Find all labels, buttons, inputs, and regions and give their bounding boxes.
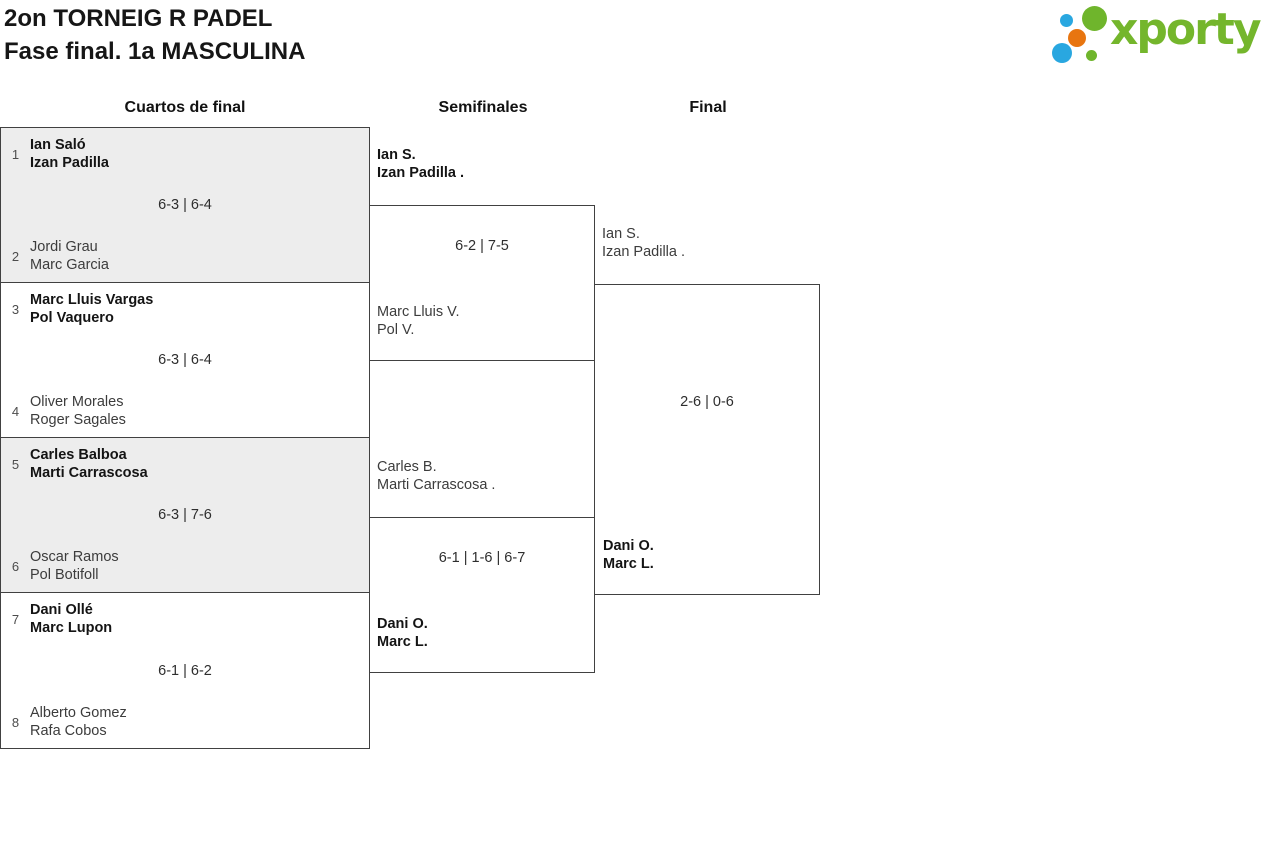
semifinal-1-bottom-team[interactable]: Marc Lluis V. Pol V. (377, 303, 459, 339)
seed-number: 5 (11, 456, 20, 472)
final-top-team[interactable]: Ian S. Izan Padilla . (602, 225, 685, 261)
player-name: Oliver Morales (30, 394, 124, 410)
player-name: Oscar Ramos (30, 549, 119, 565)
logo-dot-icon (1082, 6, 1107, 31)
player-name: Ian S. (377, 147, 416, 163)
match-score: 6-1 | 6-2 (158, 662, 212, 679)
player-name: Dani Ollé (30, 602, 93, 618)
player-name: Jordi Grau (30, 239, 98, 255)
player-name: Pol Botifoll (30, 567, 99, 583)
column-header-semifinals: Semifinales (438, 99, 528, 116)
team-slot-seed-5[interactable]: 5 Carles Balboa Marti Carrascosa (10, 446, 148, 482)
team-names: Dani Ollé Marc Lupon (30, 601, 112, 637)
semifinal-match-2: 6-1 | 1-6 | 6-7 Dani O. Marc L. (369, 517, 595, 673)
team-slot-seed-3[interactable]: 3 Marc Lluis Vargas Pol Vaquero (10, 291, 153, 327)
logo-dot-icon (1052, 43, 1072, 63)
player-name: Marc Garcia (30, 257, 109, 273)
player-name: Marc Lupon (30, 620, 113, 636)
title-line-2: Fase final. 1a MASCULINA (4, 38, 306, 65)
team-names: Jordi Grau Marc Garcia (30, 238, 109, 274)
team-names: Oliver Morales Roger Sagales (30, 393, 126, 429)
player-name: Dani O. (377, 616, 428, 632)
player-name: Marc Lluis Vargas (30, 292, 154, 308)
player-name: Alberto Gomez (30, 705, 127, 721)
semifinal-2-bottom-team[interactable]: Dani O. Marc L. (377, 615, 428, 651)
player-name: Carles B. (377, 459, 437, 475)
seed-number: 3 (11, 301, 20, 317)
player-name: Marc Lluis V. (377, 304, 460, 320)
final-bottom-team[interactable]: Dani O. Marc L. (603, 537, 654, 573)
match-score: 6-2 | 7-5 (455, 238, 509, 254)
team-names: Ian Saló Izan Padilla (30, 136, 109, 172)
team-slot-seed-7[interactable]: 7 Dani Ollé Marc Lupon (10, 601, 112, 637)
player-name: Pol Vaquero (30, 310, 114, 326)
player-name: Marc L. (603, 556, 654, 572)
player-name: Ian Saló (30, 137, 86, 153)
quarterfinal-match-4: 7 Dani Ollé Marc Lupon 6-1 | 6-2 8 Alber… (0, 592, 370, 749)
seed-number: 2 (11, 248, 20, 264)
logo-dot-icon (1068, 29, 1086, 47)
player-name: Marti Carrascosa (30, 465, 148, 481)
team-names: Oscar Ramos Pol Botifoll (30, 548, 119, 584)
match-score: 6-1 | 1-6 | 6-7 (438, 550, 526, 566)
player-name: Roger Sagales (30, 412, 126, 428)
match-score: 6-3 | 6-4 (158, 197, 212, 213)
player-name: Carles Balboa (30, 447, 127, 463)
semifinal-1-top-team[interactable]: Ian S. Izan Padilla . (377, 146, 464, 182)
logo-dot-icon (1060, 14, 1073, 27)
semifinal-match-1: 6-2 | 7-5 Marc Lluis V. Pol V. (369, 205, 595, 361)
player-name: Dani O. (603, 538, 654, 554)
team-slot-seed-4[interactable]: 4 Oliver Morales Roger Sagales (10, 393, 126, 429)
title-line-1: 2on TORNEIG R PADEL (4, 5, 273, 32)
column-header-final: Final (689, 99, 727, 116)
player-name: Izan Padilla . (377, 165, 465, 181)
seed-number: 7 (11, 611, 20, 627)
team-slot-seed-6[interactable]: 6 Oscar Ramos Pol Botifoll (10, 548, 119, 584)
page-title: 2on TORNEIG R PADEL Fase final. 1a MASCU… (4, 2, 305, 68)
team-names: Marc Lluis Vargas Pol Vaquero (30, 291, 153, 327)
player-name: Izan Padilla (30, 155, 109, 171)
match-score: 6-3 | 6-4 (158, 352, 212, 368)
player-name: Pol V. (377, 322, 415, 338)
seed-number: 6 (11, 558, 20, 574)
player-name: Marc L. (377, 634, 428, 650)
player-name: Ian S. (602, 226, 640, 242)
logo-wordmark: xporty (1110, 4, 1262, 55)
semifinal-2-top-team[interactable]: Carles B. Marti Carrascosa . (377, 458, 495, 494)
seed-number: 1 (11, 146, 20, 162)
team-slot-seed-8[interactable]: 8 Alberto Gomez Rafa Cobos (10, 704, 127, 740)
team-names: Alberto Gomez Rafa Cobos (30, 704, 127, 740)
logo-dot-icon (1086, 50, 1097, 61)
seed-number: 8 (11, 714, 20, 730)
match-score: 6-3 | 7-6 (158, 507, 212, 523)
xporty-logo[interactable]: xporty (1048, 2, 1278, 70)
quarterfinal-match-2: 3 Marc Lluis Vargas Pol Vaquero 6-3 | 6-… (0, 282, 370, 438)
seed-number: 4 (11, 403, 20, 419)
team-slot-seed-2[interactable]: 2 Jordi Grau Marc Garcia (10, 238, 109, 274)
player-name: Izan Padilla . (602, 244, 686, 260)
match-score: 2-6 | 0-6 (680, 394, 734, 410)
team-names: Carles Balboa Marti Carrascosa (30, 446, 148, 482)
column-header-quarterfinals: Cuartos de final (124, 99, 246, 116)
quarterfinal-match-3: 5 Carles Balboa Marti Carrascosa 6-3 | 7… (0, 437, 370, 593)
final-match: 2-6 | 0-6 Dani O. Marc L. (594, 284, 820, 595)
player-name: Rafa Cobos (30, 723, 107, 739)
team-slot-seed-1[interactable]: 1 Ian Saló Izan Padilla (10, 136, 109, 172)
player-name: Marti Carrascosa . (377, 477, 496, 493)
quarterfinal-match-1: 1 Ian Saló Izan Padilla 6-3 | 6-4 2 Jord… (0, 127, 370, 283)
